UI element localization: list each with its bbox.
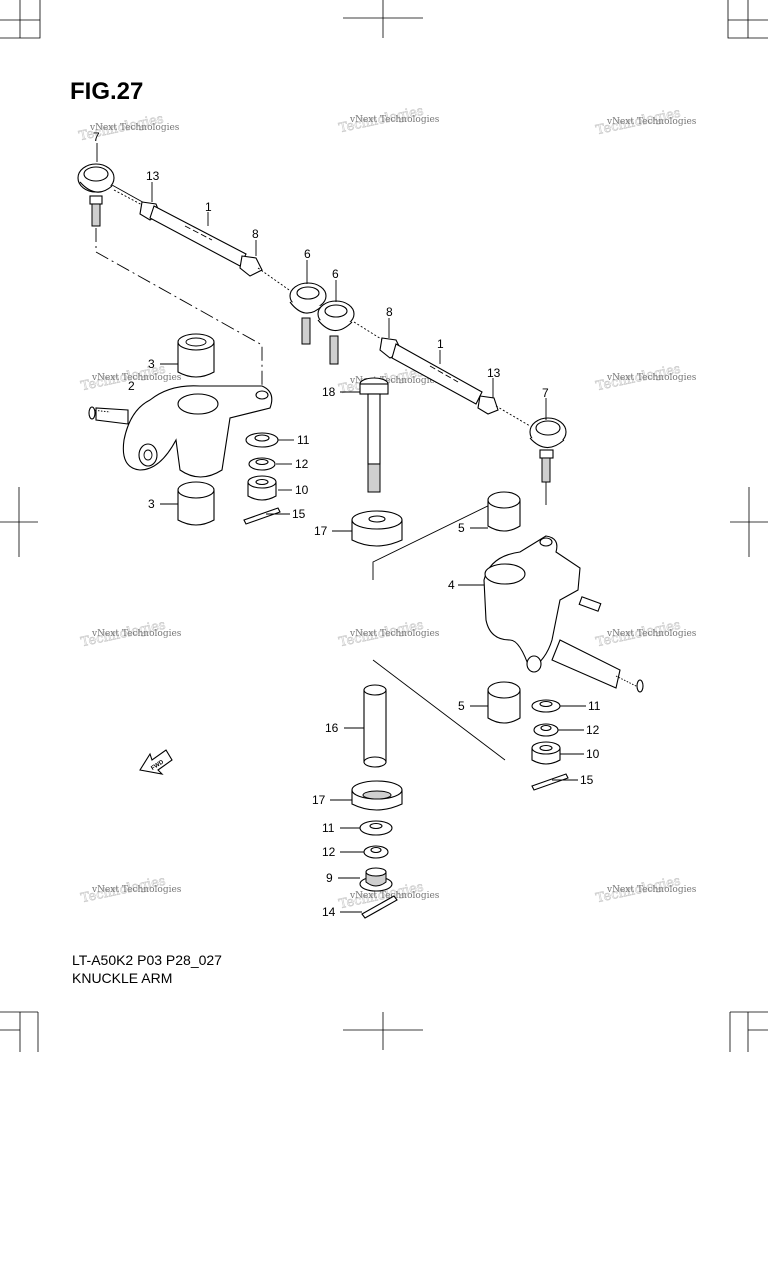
callout-12: 12 bbox=[295, 457, 309, 471]
tie-rod-upper bbox=[77, 163, 327, 345]
callout-1: 1 bbox=[205, 200, 212, 214]
crop-marks bbox=[0, 0, 768, 1052]
callout-16: 16 bbox=[325, 721, 339, 735]
callout-12: 12 bbox=[586, 723, 600, 737]
callout-11: 11 bbox=[322, 821, 335, 835]
watermark-text: vNext Technologies bbox=[349, 115, 440, 125]
callout-labels: 7 13 1 8 6 6 8 1 13 7 3 2 18 11 12 10 3 … bbox=[93, 130, 601, 919]
callout-8: 8 bbox=[386, 305, 393, 319]
callout-15: 15 bbox=[292, 507, 306, 521]
center-pivot bbox=[351, 377, 403, 919]
callout-7: 7 bbox=[542, 386, 549, 400]
figure-title: FIG.27 bbox=[70, 78, 144, 105]
alignment-lines bbox=[95, 228, 547, 761]
figure-code: LT-A50K2 P03 P28_027 bbox=[72, 952, 222, 968]
callout-8: 8 bbox=[252, 227, 259, 241]
callout-11: 11 bbox=[588, 699, 601, 713]
callout-10: 10 bbox=[295, 483, 309, 497]
callout-1: 1 bbox=[437, 337, 444, 351]
callout-2: 2 bbox=[128, 379, 135, 393]
callout-13: 13 bbox=[146, 169, 160, 183]
callout-10: 10 bbox=[586, 747, 600, 761]
callout-9: 9 bbox=[326, 871, 333, 885]
watermark-text: vNext Technologies bbox=[89, 123, 180, 133]
watermark-text: vNext Technologies bbox=[606, 885, 697, 895]
callout-12: 12 bbox=[322, 845, 336, 859]
watermark-text: vNext Technologies bbox=[606, 629, 697, 639]
callout-18: 18 bbox=[322, 385, 336, 399]
callout-11: 11 bbox=[297, 433, 310, 447]
watermark-text: vNext Technologies bbox=[606, 373, 697, 383]
callout-6: 6 bbox=[332, 267, 339, 281]
watermark-text: vNext Technologies bbox=[349, 376, 440, 386]
callout-4: 4 bbox=[448, 578, 455, 592]
callout-6: 6 bbox=[304, 247, 311, 261]
watermark-text: vNext Technologies bbox=[91, 885, 182, 895]
leader-lines bbox=[96, 143, 586, 913]
watermark-text: vNext Technologies bbox=[91, 629, 182, 639]
callout-15: 15 bbox=[580, 773, 594, 787]
callout-13: 13 bbox=[487, 366, 501, 380]
watermark-text: vNext Technologies bbox=[349, 629, 440, 639]
knuckle-left bbox=[88, 333, 281, 526]
watermark-text: vNext Technologies bbox=[606, 117, 697, 127]
figure-name: KNUCKLE ARM bbox=[72, 970, 173, 986]
knuckle-right bbox=[483, 491, 644, 791]
callout-5: 5 bbox=[458, 699, 465, 713]
callout-14: 14 bbox=[322, 905, 336, 919]
callout-17: 17 bbox=[312, 793, 326, 807]
callout-3: 3 bbox=[148, 497, 155, 511]
callout-3: 3 bbox=[148, 357, 155, 371]
watermark-text: vNext Technologies bbox=[91, 373, 182, 383]
callout-5: 5 bbox=[458, 521, 465, 535]
fwd-arrow-icon: FWD bbox=[139, 749, 173, 775]
tie-rod-lower bbox=[317, 300, 567, 483]
callout-7: 7 bbox=[93, 130, 100, 144]
callout-17: 17 bbox=[314, 524, 328, 538]
